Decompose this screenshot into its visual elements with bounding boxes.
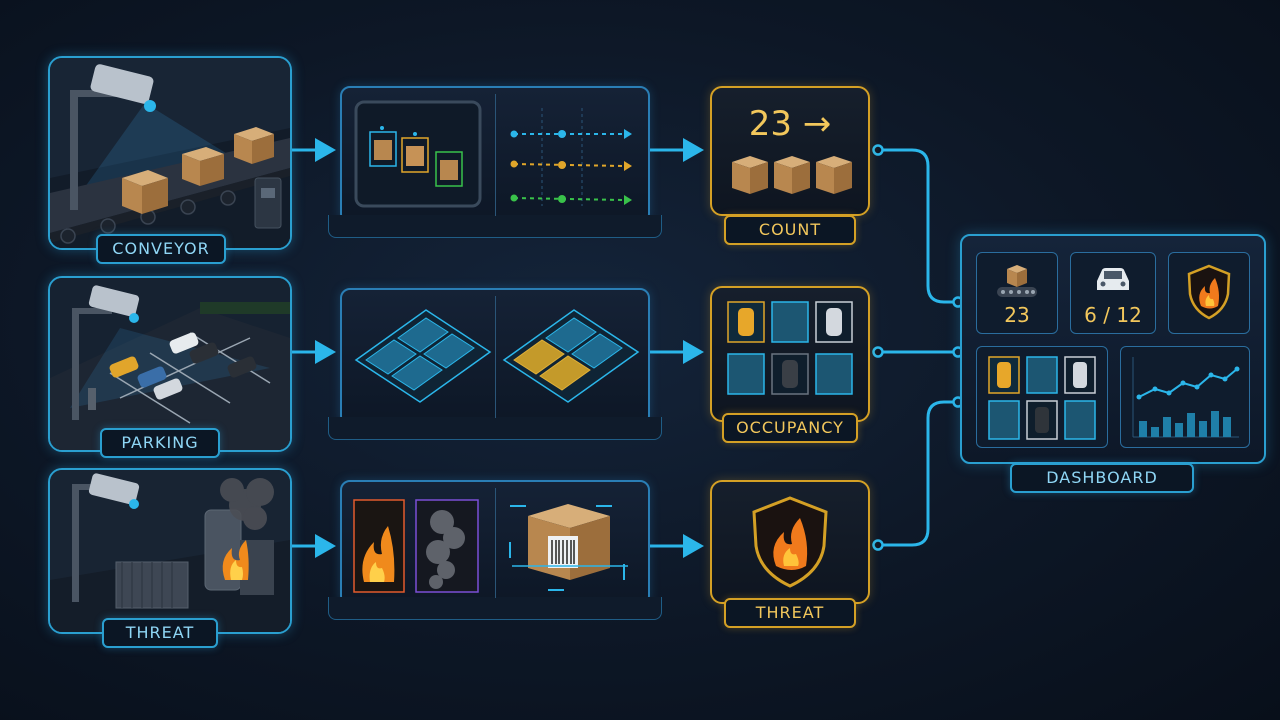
result-label-threat: THREAT [724,598,856,628]
source-label-conveyor: CONVEYOR [96,234,226,264]
parking-camera-panel: PARKING [48,276,292,458]
conveyor-camera-panel: CONVEYOR [48,56,292,264]
threat-process-panel [328,480,662,620]
conveyor-box-icon [997,265,1037,297]
occupancy-result-panel [710,286,870,422]
trend-chart [1132,357,1240,438]
occupancy-grid [727,301,853,395]
dashboard-threat-tile [1168,252,1250,334]
count-result-panel: 23 → [710,86,870,216]
slot-grid-visual [354,309,640,403]
fire-shield-icon [1187,264,1231,320]
source-label-parking: PARKING [100,428,220,458]
dashboard-trend-tile [1120,346,1250,448]
car-icon [1097,268,1129,290]
count-value: 23 → [748,104,832,144]
dashboard-panel: 23 6 / 12 [960,234,1266,464]
boxes-icon [732,156,852,194]
dashboard-parking-tile: 6 / 12 [1070,252,1156,334]
conveyor-scene [50,58,290,248]
detection-tracking-visual [354,100,632,208]
dashboard-count-tile: 23 [976,252,1058,334]
link-count-to-dashboard [878,148,958,304]
dashboard-parking-value: 6 / 12 [1084,303,1142,327]
threat-scene [50,470,290,632]
result-label-occupancy: OCCUPANCY [722,413,858,443]
source-label-threat: THREAT [102,618,218,648]
parking-scene [50,278,290,450]
result-label-count: COUNT [724,215,856,245]
link-threat-to-dashboard [878,400,958,547]
dashboard-label: DASHBOARD [1010,463,1194,493]
dashboard-count-value: 23 [1004,303,1030,327]
threat-camera-panel: THREAT [48,468,292,648]
tracking-process-panel [328,86,662,238]
threat-detection-visual [353,499,628,593]
mini-occupancy-grid [988,356,1096,440]
fire-shield-icon [752,496,828,588]
dashboard-occupancy-tile [976,346,1108,448]
threat-result-panel [710,480,870,604]
occupancy-process-panel [328,288,662,440]
